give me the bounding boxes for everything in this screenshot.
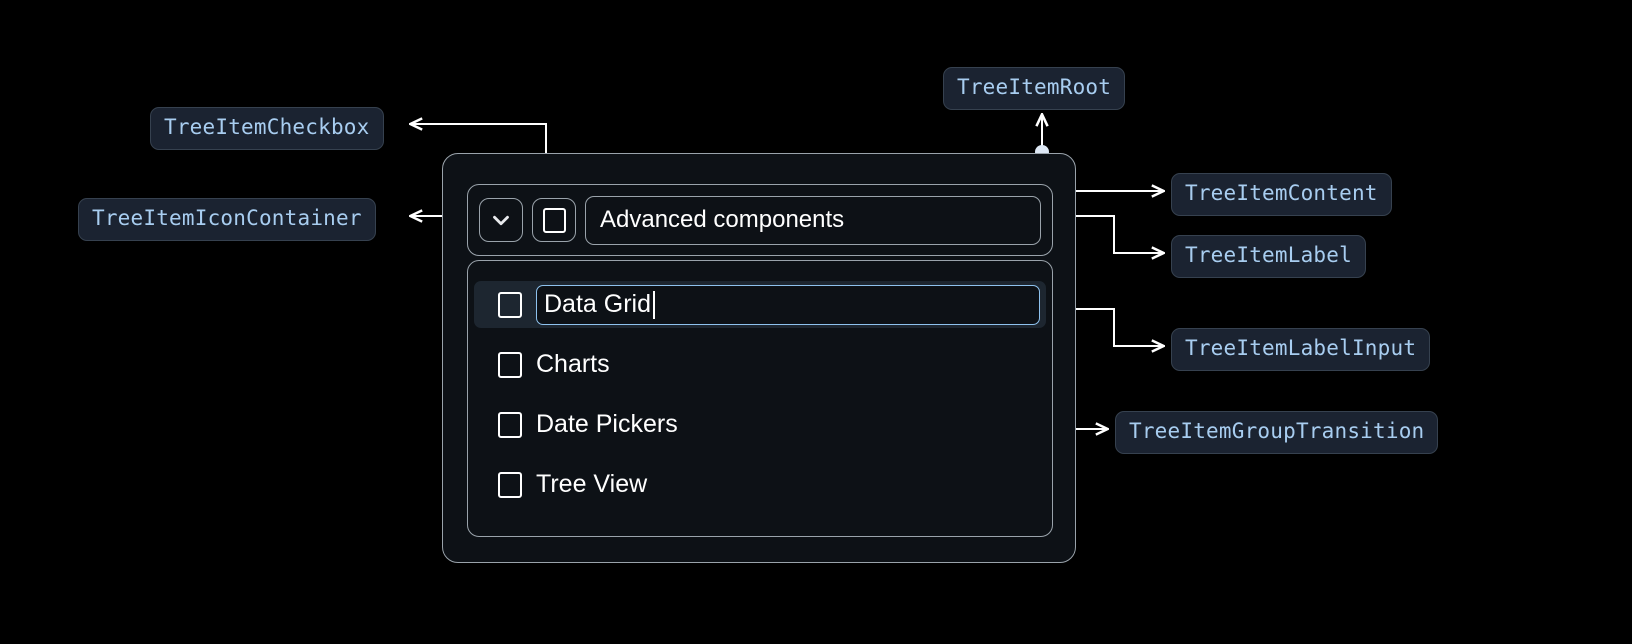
tree-item-root[interactable]: Advanced components Data Grid Charts Dat… bbox=[442, 153, 1076, 563]
checkbox-unchecked-icon[interactable] bbox=[498, 291, 522, 318]
tree-item-tree-view[interactable]: Tree View bbox=[468, 461, 1052, 508]
tree-item-content[interactable]: Advanced components bbox=[467, 184, 1053, 256]
text-caret bbox=[652, 290, 655, 319]
checkbox-unchecked-icon[interactable] bbox=[498, 471, 522, 498]
tree-item-label-input[interactable]: Data Grid bbox=[536, 284, 1040, 325]
tree-item-group-transition: Data Grid Charts Date Pickers Tree View bbox=[467, 260, 1053, 537]
tree-item-label-input-value: Data Grid bbox=[544, 290, 651, 318]
checkbox-unchecked-icon bbox=[542, 207, 566, 233]
tree-item-date-pickers[interactable]: Date Pickers bbox=[468, 401, 1052, 448]
annotation-tree-item-checkbox: TreeItemCheckbox bbox=[150, 107, 384, 150]
checkbox-unchecked-icon[interactable] bbox=[498, 411, 522, 438]
tree-item-checkbox[interactable] bbox=[532, 198, 576, 242]
tree-item-label-text: Advanced components bbox=[600, 206, 845, 233]
tree-item-label-text: Date Pickers bbox=[536, 410, 678, 438]
tree-item-editing[interactable]: Data Grid bbox=[474, 281, 1046, 328]
tree-item-icon-container[interactable] bbox=[479, 198, 523, 242]
chevron-down-icon bbox=[488, 207, 514, 233]
tree-item-label-text: Charts bbox=[536, 350, 610, 378]
annotation-tree-item-label-input: TreeItemLabelInput bbox=[1171, 328, 1431, 371]
tree-item-charts[interactable]: Charts bbox=[468, 341, 1052, 388]
annotation-tree-item-label: TreeItemLabel bbox=[1171, 235, 1366, 278]
tree-item-label[interactable]: Advanced components bbox=[585, 195, 1041, 245]
annotation-tree-item-icon-container: TreeItemIconContainer bbox=[78, 198, 376, 241]
tree-item-label-text: Tree View bbox=[536, 470, 648, 498]
annotation-tree-item-root: TreeItemRoot bbox=[943, 67, 1126, 110]
annotation-tree-item-group-transition: TreeItemGroupTransition bbox=[1115, 411, 1439, 454]
annotation-tree-item-content: TreeItemContent bbox=[1171, 173, 1392, 216]
checkbox-unchecked-icon[interactable] bbox=[498, 351, 522, 378]
